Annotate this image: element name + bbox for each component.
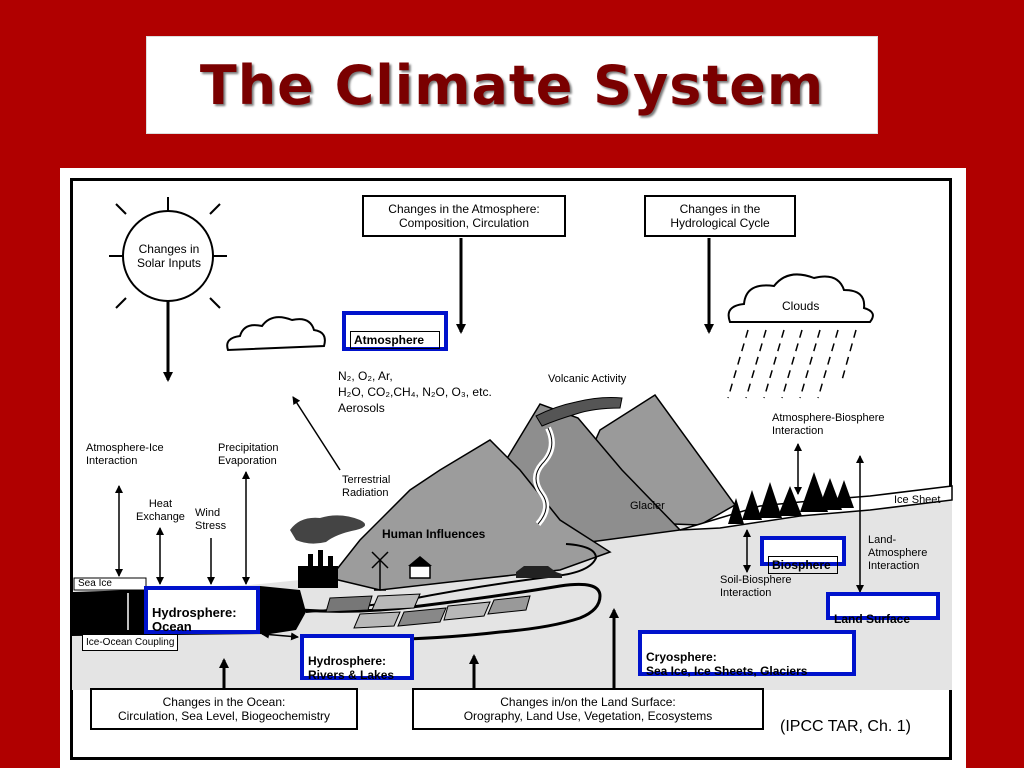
heat-label: Heat Exchange [136, 498, 185, 523]
rivers-lakes-component: Hydrosphere: Rivers & Lakes [300, 634, 414, 682]
house-icon [408, 556, 432, 579]
gases-line-2: H₂O, CO₂,CH₄, N₂O, O₃, etc. [338, 385, 492, 399]
glacier-label: Glacier [630, 500, 665, 512]
ocean-changes-box: Changes in the Ocean: Circulation, Sea L… [90, 688, 358, 730]
hydrological-changes-box: Changes in the Hydrological Cycle [644, 195, 796, 237]
land-changes-box: Changes in/on the Land Surface: Orograph… [412, 688, 764, 730]
volcano-plume-icon [535, 397, 623, 427]
land-atm-label: Land- Atmosphere Interaction [868, 534, 928, 572]
atm-ice-label: Atmosphere-Ice Interaction [86, 442, 164, 467]
factory-icon [290, 515, 366, 588]
page-title: The Climate System [199, 53, 825, 117]
trees-icon [728, 472, 854, 524]
fields-shape [325, 593, 531, 629]
ocean-component: Hydrosphere: Ocean [144, 586, 260, 634]
gases-line-3: Aerosols [338, 401, 385, 415]
rain-cloud-icon [727, 273, 874, 323]
land-surface-component: Land Surface [826, 592, 940, 626]
sun-label: Changes in Solar Inputs [136, 242, 202, 270]
volcanic-label: Volcanic Activity [548, 373, 627, 385]
human-label: Human Influences [382, 527, 486, 541]
ice-sheet-label: Ice Sheet [894, 494, 941, 506]
soil-bio-label: Soil-Biosphere Interaction [720, 574, 792, 599]
atmosphere-component: Atmosphere [342, 311, 448, 351]
cloud-left-icon [226, 316, 326, 352]
sea-ice-shape [73, 577, 147, 591]
terrestrial-label: Terrestrial Radiation [342, 474, 391, 499]
atm-bio-label: Atmosphere-Biosphere Interaction [772, 412, 885, 437]
atmosphere-changes-box: Changes in the Atmosphere: Composition, … [362, 195, 566, 237]
wind-label: Wind Stress [195, 507, 227, 532]
car-icon [516, 566, 562, 578]
biosphere-component: Biosphere [760, 536, 846, 574]
gases-line-1: N₂, O₂, Ar, [338, 369, 393, 383]
cryosphere-component: Cryosphere: Sea Ice, Ice Sheets, Glacier… [638, 630, 856, 678]
ice-ocean-label: Ice-Ocean Coupling [82, 634, 179, 651]
sea-ice-label: Sea Ice [78, 578, 112, 589]
precip-label: Precipitation Evaporation [218, 442, 279, 467]
title-box: The Climate System [146, 36, 878, 134]
river-shape [299, 582, 602, 642]
clouds-label: Clouds [782, 299, 820, 313]
windmill-icon [371, 551, 389, 591]
citation: (IPCC TAR, Ch. 1) [780, 718, 911, 735]
rain-icon [727, 329, 857, 399]
